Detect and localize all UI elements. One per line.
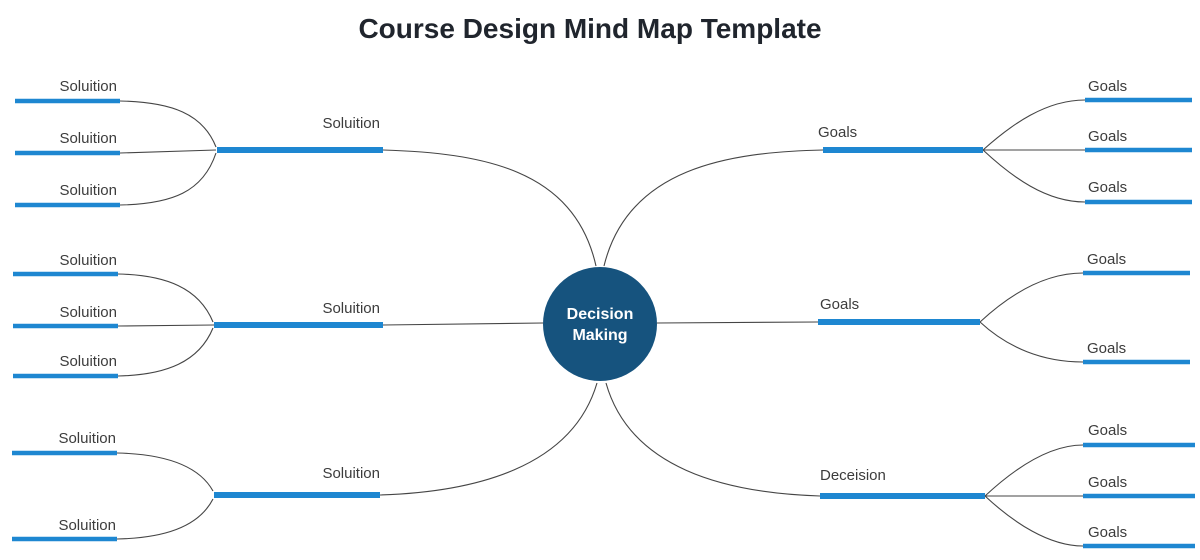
- subtopic-right-2-1[interactable]: Goals: [1083, 251, 1190, 276]
- topic-left-2[interactable]: Soluition: [214, 300, 383, 328]
- branch-left-1: Soluition Soluition Soluition Soluition: [15, 78, 597, 267]
- subtopic-left-3-2[interactable]: Soluition: [12, 517, 117, 542]
- topic-label: Soluition: [322, 300, 380, 317]
- subtopic-label: Soluition: [58, 430, 116, 447]
- subtopic-right-2-2[interactable]: Goals: [1083, 340, 1190, 365]
- subtopic-label: Goals: [1087, 340, 1126, 357]
- subtopic-label: Goals: [1088, 128, 1127, 145]
- topic-label: Goals: [818, 124, 857, 141]
- branch-right-1: Goals Goals Goals Goals: [603, 78, 1192, 267]
- connector-left-2-child-2: [117, 324, 215, 327]
- connector-left-2-child-3: [117, 327, 214, 377]
- connector-right-1-child-3: [982, 149, 1086, 203]
- center-topic-circle: [543, 267, 657, 381]
- branch-right-2: Goals Goals Goals: [656, 251, 1190, 365]
- subtopic-right-1-1[interactable]: Goals: [1085, 78, 1192, 103]
- subtopic-right-3-2[interactable]: Goals: [1083, 474, 1195, 499]
- connector-left-1-child-2: [119, 149, 217, 154]
- subtopic-right-3-1[interactable]: Goals: [1083, 422, 1195, 448]
- connector-left-3-child-2: [116, 498, 214, 540]
- topic-right-3[interactable]: Deceision: [820, 467, 985, 499]
- connector-left-3-child-1: [116, 452, 214, 492]
- connector-right-3-to-center: [605, 382, 821, 497]
- subtopic-left-2-2[interactable]: Soluition: [13, 304, 118, 329]
- diagram-title: Course Design Mind Map Template: [358, 13, 821, 44]
- subtopic-label: Soluition: [58, 517, 116, 534]
- subtopic-left-1-1[interactable]: Soluition: [15, 78, 120, 104]
- topic-right-1[interactable]: Goals: [818, 124, 983, 153]
- connector-right-2-child-1: [979, 272, 1084, 323]
- subtopic-left-2-1[interactable]: Soluition: [13, 252, 118, 277]
- connector-left-2-child-1: [117, 273, 214, 323]
- connector-left-3-to-center: [379, 382, 598, 496]
- subtopic-left-1-3[interactable]: Soluition: [15, 182, 120, 208]
- subtopic-label: Soluition: [59, 182, 117, 199]
- subtopic-right-1-3[interactable]: Goals: [1085, 179, 1192, 205]
- subtopic-right-1-2[interactable]: Goals: [1085, 128, 1192, 153]
- connector-left-1-child-1: [119, 100, 217, 148]
- subtopic-label: Soluition: [59, 304, 117, 321]
- subtopic-label: Goals: [1088, 524, 1127, 541]
- branch-left-2: Soluition Soluition Soluition Soluition: [13, 252, 544, 379]
- subtopic-label: Soluition: [59, 78, 117, 95]
- connector-right-2-child-2: [979, 321, 1084, 363]
- connector-right-2-to-center: [656, 321, 819, 324]
- subtopic-left-2-3[interactable]: Soluition: [13, 353, 118, 379]
- center-topic-label-line1: Decision: [567, 306, 634, 323]
- subtopic-label: Soluition: [59, 353, 117, 370]
- subtopic-label: Goals: [1088, 78, 1127, 95]
- topic-left-3[interactable]: Soluition: [214, 465, 380, 498]
- topic-label: Soluition: [322, 465, 380, 482]
- branch-left-3: Soluition Soluition Soluition: [12, 382, 598, 542]
- center-topic-label-line2: Making: [572, 327, 627, 344]
- subtopic-label: Goals: [1088, 179, 1127, 196]
- subtopic-label: Goals: [1087, 251, 1126, 268]
- topic-right-2[interactable]: Goals: [818, 296, 980, 325]
- connector-right-1-to-center: [603, 149, 824, 267]
- topic-label: Soluition: [322, 115, 380, 132]
- topic-label: Goals: [820, 296, 859, 313]
- subtopic-label: Soluition: [59, 130, 117, 147]
- subtopic-label: Goals: [1088, 422, 1127, 439]
- subtopic-left-1-2[interactable]: Soluition: [15, 130, 120, 156]
- branch-right-3: Deceision Goals Goals Goals: [605, 382, 1195, 549]
- subtopic-label: Soluition: [59, 252, 117, 269]
- connector-right-3-child-3: [984, 495, 1084, 547]
- connector-right-1-child-1: [982, 99, 1086, 151]
- connector-right-3-child-1: [984, 444, 1084, 497]
- subtopic-left-3-1[interactable]: Soluition: [12, 430, 117, 456]
- subtopic-label: Goals: [1088, 474, 1127, 491]
- connector-left-1-child-3: [119, 152, 217, 206]
- topic-label: Deceision: [820, 467, 886, 484]
- topic-left-1[interactable]: Soluition: [217, 115, 383, 153]
- subtopic-right-3-3[interactable]: Goals: [1083, 524, 1195, 549]
- connector-left-2-to-center: [382, 322, 544, 326]
- center-topic-node[interactable]: Decision Making: [543, 267, 657, 381]
- connector-left-1-to-center: [382, 149, 597, 267]
